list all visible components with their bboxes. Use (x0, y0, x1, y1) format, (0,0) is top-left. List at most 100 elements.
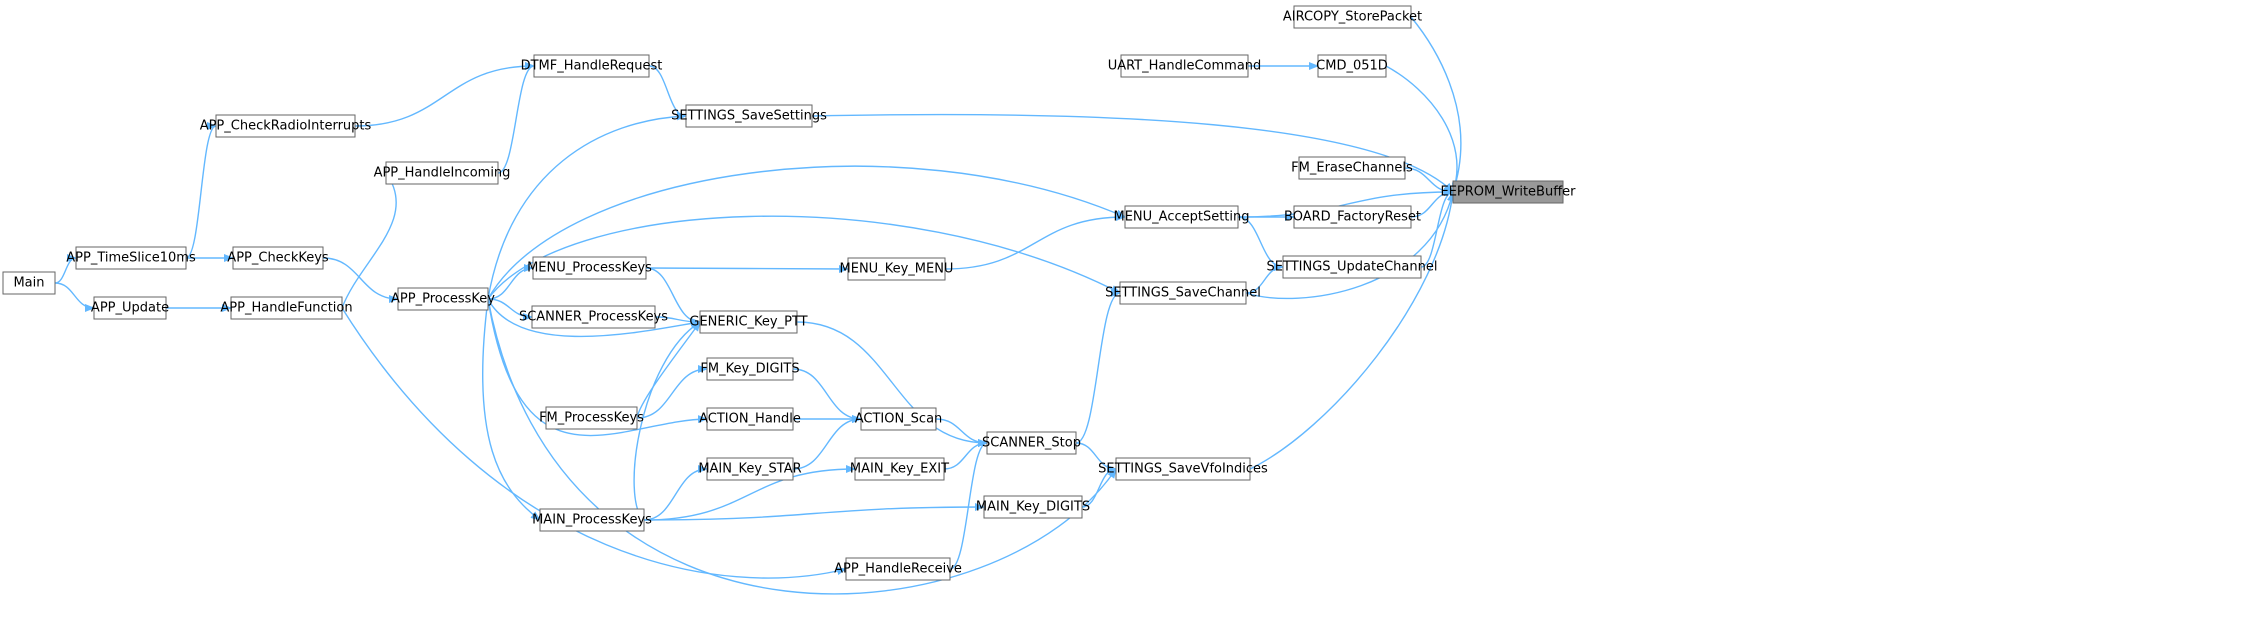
node-label: MENU_ProcessKeys (527, 261, 652, 276)
edge-APP_ProcessKey-to-SCANNER_ProcessKeys (487, 298, 533, 321)
node-APP_HandleIncoming[interactable]: APP_HandleIncoming (374, 161, 511, 185)
node-box (845, 557, 951, 581)
node-box (215, 114, 356, 138)
node-SETTINGS_UpdateChannel[interactable]: SETTINGS_UpdateChannel (1267, 255, 1438, 279)
node-box (1317, 54, 1387, 78)
node-APP_TimeSlice10ms[interactable]: APP_TimeSlice10ms (66, 246, 196, 270)
node-label: AIRCOPY_StorePacket (1283, 10, 1422, 25)
node-SETTINGS_SaveSettings[interactable]: SETTINGS_SaveSettings (671, 104, 827, 128)
edge-Main-to-APP_Update (54, 282, 95, 312)
node-SETTINGS_SaveChannel[interactable]: SETTINGS_SaveChannel (1105, 281, 1261, 305)
node-box (533, 54, 650, 78)
node-Main[interactable]: Main (2, 271, 56, 295)
node-BOARD_FactoryReset[interactable]: BOARD_FactoryReset (1284, 205, 1421, 229)
node-box (1282, 255, 1422, 279)
node-APP_CheckKeys[interactable]: APP_CheckKeys (227, 246, 329, 270)
node-SCANNER_ProcessKeys[interactable]: SCANNER_ProcessKeys (519, 305, 668, 329)
node-ACTION_Handle[interactable]: ACTION_Handle (699, 407, 801, 431)
edge-MAIN_Key_DIGITS-to-SETTINGS_SaveVfoIndices (1081, 465, 1117, 508)
node-GENERIC_Key_PTT[interactable]: GENERIC_Key_PTT (689, 310, 808, 334)
node-FM_Key_DIGITS[interactable]: FM_Key_DIGITS (700, 357, 800, 381)
node-MAIN_ProcessKeys[interactable]: MAIN_ProcessKeys (532, 508, 652, 532)
edge-MAIN_ProcessKeys-to-MAIN_Key_STAR (643, 465, 708, 521)
edge-APP_HandleFunction-to-APP_HandleIncoming (341, 172, 397, 309)
node-APP_CheckRadioInterrupts[interactable]: APP_CheckRadioInterrupts (200, 114, 372, 138)
node-SCANNER_Stop[interactable]: SCANNER_Stop (982, 431, 1081, 455)
node-box (385, 161, 499, 185)
node-label: SCANNER_Stop (982, 436, 1081, 451)
edge-MENU_Key_MENU-to-MENU_AcceptSetting (944, 213, 1126, 270)
node-label: GENERIC_Key_PTT (689, 315, 807, 330)
node-box (1124, 205, 1239, 229)
node-DTMF_HandleRequest[interactable]: DTMF_HandleRequest (521, 54, 663, 78)
edge-APP_TimeSlice10ms-to-APP_CheckRadioInterrupts (185, 122, 217, 259)
node-label: APP_Update (91, 301, 169, 316)
node-box (706, 457, 794, 481)
node-MENU_ProcessKeys[interactable]: MENU_ProcessKeys (527, 256, 652, 280)
node-label: APP_HandleReceive (834, 562, 962, 577)
node-label: EEPROM_WriteBuffer (1440, 185, 1576, 200)
edge-APP_HandleFunction-to-APP_HandleReceive (341, 307, 847, 579)
edge-MAIN_Key_EXIT-to-SCANNER_Stop (943, 439, 988, 470)
node-box (2, 271, 56, 295)
edge-APP_ProcessKey-to-SETTINGS_SaveVfoIndices (487, 298, 1117, 595)
node-box (854, 457, 945, 481)
node-label: SETTINGS_SaveChannel (1105, 286, 1261, 301)
node-label: UART_HandleCommand (1108, 59, 1262, 74)
node-box (531, 305, 656, 329)
node-label: ACTION_Scan (855, 412, 943, 427)
node-box (539, 508, 645, 532)
node-FM_EraseChannels[interactable]: FM_EraseChannels (1291, 156, 1413, 180)
edge-APP_ProcessKey-to-MENU_ProcessKeys (487, 264, 534, 300)
node-MAIN_Key_EXIT[interactable]: MAIN_Key_EXIT (850, 457, 949, 481)
node-EEPROM_WriteBuffer[interactable]: EEPROM_WriteBuffer (1440, 180, 1576, 204)
node-MAIN_Key_DIGITS[interactable]: MAIN_Key_DIGITS (976, 495, 1090, 519)
node-label: MAIN_Key_DIGITS (976, 500, 1090, 515)
node-box (685, 104, 813, 128)
node-box (706, 407, 794, 431)
node-CMD_051D[interactable]: CMD_051D (1316, 54, 1388, 78)
node-box (532, 256, 647, 280)
node-box (860, 407, 937, 431)
node-label: MAIN_ProcessKeys (532, 513, 652, 528)
edges-layer (54, 16, 1462, 595)
node-label: SETTINGS_SaveVfoIndices (1098, 462, 1268, 477)
edge-AIRCOPY_StorePacket-to-EEPROM_WriteBuffer (1410, 16, 1462, 193)
node-label: APP_TimeSlice10ms (66, 251, 196, 266)
edge-SETTINGS_UpdateChannel-to-EEPROM_WriteBuffer (1420, 188, 1454, 268)
node-label: SETTINGS_UpdateChannel (1267, 260, 1438, 275)
node-box (1293, 5, 1412, 29)
edge-MAIN_ProcessKeys-to-GENERIC_Key_PTT (633, 321, 701, 521)
node-ACTION_Scan[interactable]: ACTION_Scan (855, 407, 943, 431)
node-APP_HandleReceive[interactable]: APP_HandleReceive (834, 557, 962, 581)
edge-APP_ProcessKey-to-GENERIC_Key_PTT (487, 298, 701, 338)
node-FM_ProcessKeys[interactable]: FM_ProcessKeys (539, 406, 644, 430)
node-label: FM_Key_DIGITS (700, 362, 799, 377)
node-box (983, 495, 1083, 519)
node-label: APP_HandleIncoming (374, 166, 511, 181)
node-AIRCOPY_StorePacket[interactable]: AIRCOPY_StorePacket (1283, 5, 1422, 29)
edge-APP_HandleIncoming-to-DTMF_HandleRequest (497, 62, 535, 174)
node-APP_Update[interactable]: APP_Update (91, 296, 169, 320)
node-label: Main (13, 276, 44, 291)
node-APP_HandleFunction[interactable]: APP_HandleFunction (220, 296, 353, 320)
edge-FM_ProcessKeys-to-FM_Key_DIGITS (636, 365, 708, 419)
edge-APP_ProcessKey-to-MAIN_ProcessKeys (481, 298, 541, 521)
node-APP_ProcessKey[interactable]: APP_ProcessKey (391, 287, 495, 311)
edge-APP_HandleReceive-to-SCANNER_Stop (949, 439, 988, 570)
node-SETTINGS_SaveVfoIndices[interactable]: SETTINGS_SaveVfoIndices (1098, 457, 1268, 481)
node-box (706, 357, 794, 381)
node-box (1298, 156, 1406, 180)
edge-APP_ProcessKey-to-ACTION_Handle (487, 298, 708, 437)
node-MENU_AcceptSetting[interactable]: MENU_AcceptSetting (1113, 205, 1250, 229)
node-label: MENU_AcceptSetting (1113, 210, 1249, 225)
edge-SETTINGS_SaveVfoIndices-to-EEPROM_WriteBuffer (1249, 191, 1456, 470)
edge-SETTINGS_SaveChannel-to-EEPROM_WriteBuffer (1245, 191, 1455, 300)
node-label: APP_ProcessKey (391, 292, 495, 307)
node-MENU_Key_MENU[interactable]: MENU_Key_MENU (840, 257, 954, 281)
edge-APP_ProcessKey-to-SETTINGS_SaveSettings (487, 112, 687, 300)
node-label: CMD_051D (1316, 59, 1388, 74)
node-UART_HandleCommand[interactable]: UART_HandleCommand (1108, 54, 1262, 78)
node-MAIN_Key_STAR[interactable]: MAIN_Key_STAR (698, 457, 802, 481)
